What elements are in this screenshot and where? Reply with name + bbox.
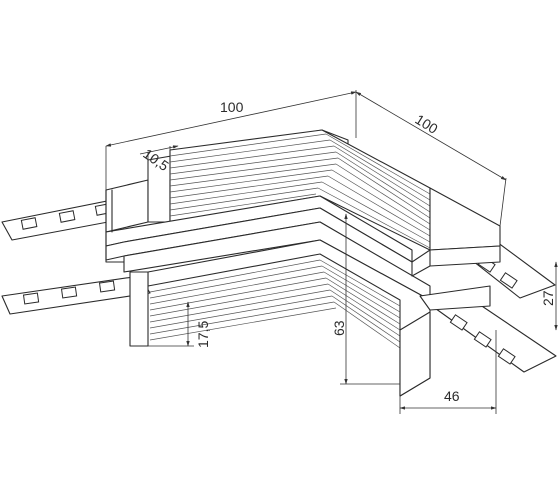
dim-label-width: 46 — [444, 388, 460, 404]
dimension-lines — [105, 90, 558, 414]
dim-label-slot-depth: 17,5 — [195, 321, 211, 348]
dim-label-height-right: 27 — [540, 290, 556, 306]
dim-label-height: 63 — [331, 320, 347, 336]
led-strip-lower-left — [1, 275, 151, 315]
dim-label-side-length: 100 — [412, 111, 440, 137]
corner-profile-body — [105, 129, 501, 397]
led-strip-lower-right — [431, 293, 557, 373]
dim-label-top-length: 100 — [220, 99, 244, 115]
